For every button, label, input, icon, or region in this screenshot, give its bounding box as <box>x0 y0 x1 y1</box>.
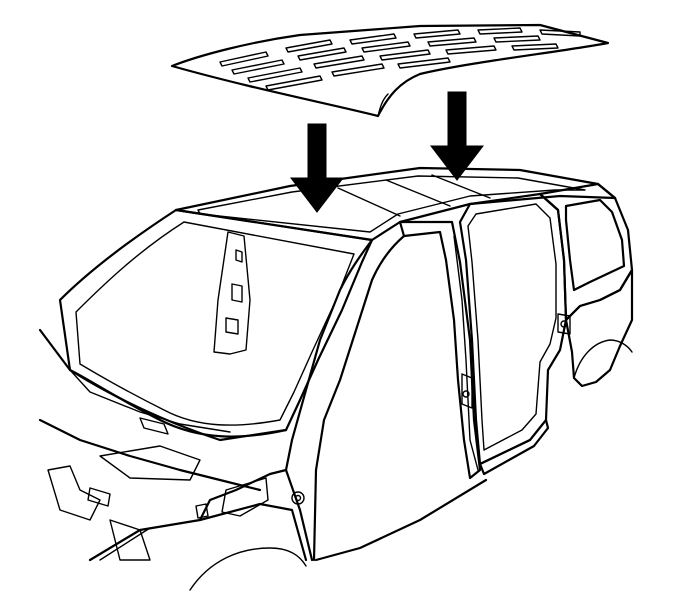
front-wheel-arch <box>189 547 307 591</box>
rear-arrow <box>429 91 485 181</box>
rear-wheel-arch <box>573 339 633 379</box>
roof-panel-slots <box>219 27 581 91</box>
sliding-door-inner <box>467 203 557 451</box>
front-fender <box>88 502 308 562</box>
vehicle-body-frame <box>38 166 634 591</box>
hood-front <box>38 418 262 492</box>
cowl-bracket <box>99 445 201 481</box>
roof-bow-3 <box>431 174 491 199</box>
roof-bow-2 <box>385 179 451 207</box>
roof-opening <box>197 175 586 233</box>
rear-quarter-panel <box>564 268 634 388</box>
sliding-door-opening <box>458 192 568 466</box>
front-door-opening <box>284 238 374 562</box>
cowl-vent <box>139 417 169 435</box>
down-arrow-icon <box>429 91 485 181</box>
roof-panel-outline <box>170 23 610 118</box>
rocker-sill <box>478 418 550 476</box>
front-arrow <box>289 123 345 213</box>
b-pillar-inner <box>453 235 479 471</box>
down-arrow-icon <box>289 123 345 213</box>
front-door-inner-edge <box>312 234 406 562</box>
b-pillar <box>398 220 482 480</box>
windshield-inner <box>75 221 355 426</box>
lower-body-line <box>314 478 488 562</box>
cowl-panel <box>38 328 288 442</box>
roof-bow-1 <box>337 187 401 217</box>
a-pillar-inner <box>213 231 251 355</box>
roof-panel-rear-edge <box>377 93 389 117</box>
hinge-pillar-inner <box>221 477 269 517</box>
roof-panel <box>170 23 610 118</box>
quarter-window <box>564 198 626 292</box>
cowl-top <box>69 369 231 433</box>
engine-bay <box>47 465 101 521</box>
